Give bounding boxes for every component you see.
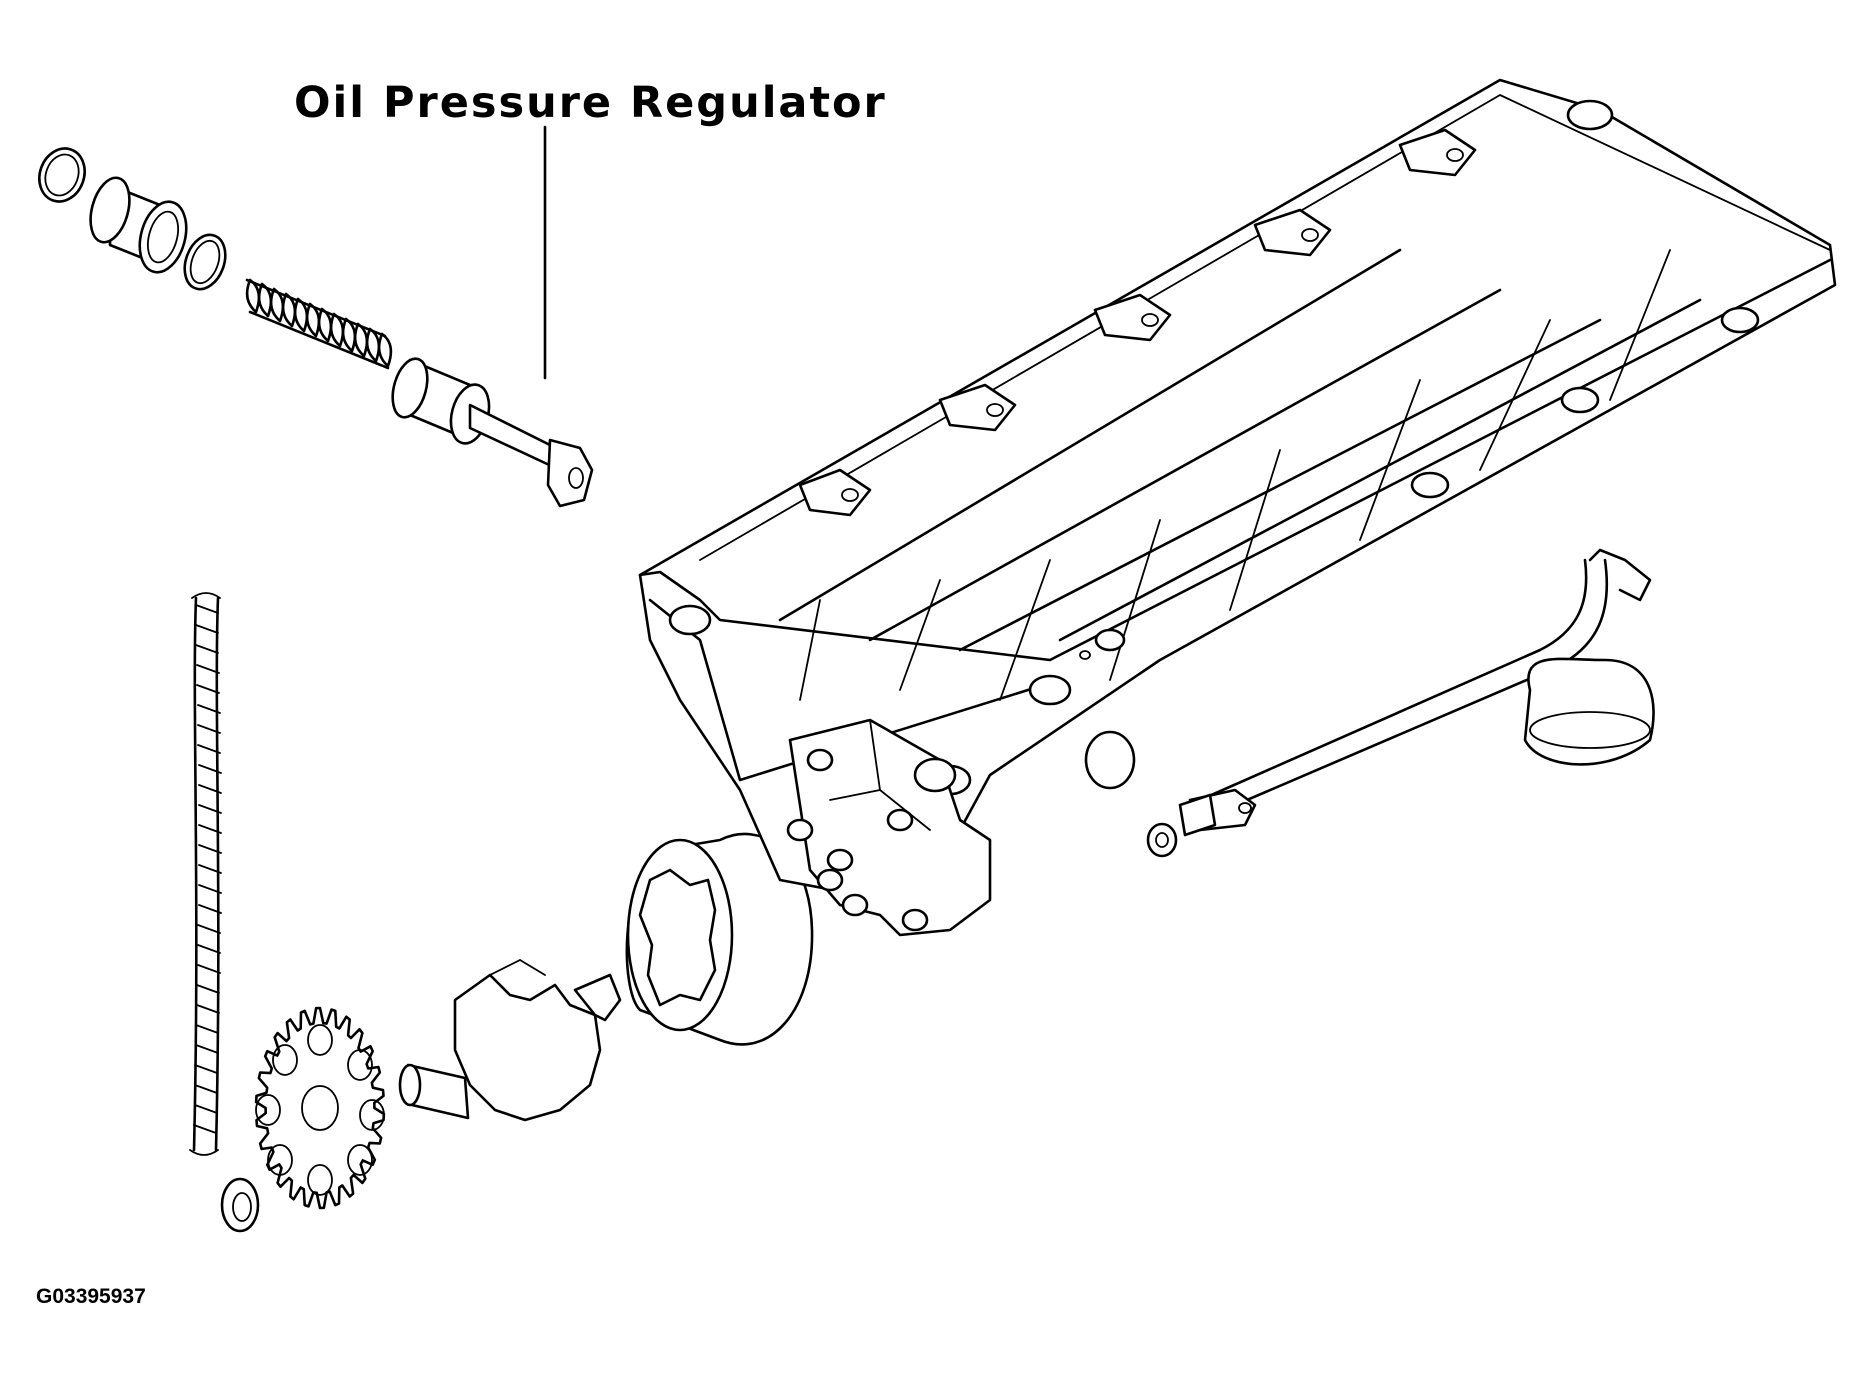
regulator-sleeve — [89, 176, 188, 274]
timing-chain — [189, 592, 222, 1156]
pump-housing-bolts — [786, 748, 929, 932]
figure-id: G03395937 — [36, 1285, 146, 1308]
sprocket-nut — [220, 1177, 260, 1233]
regulator-plunger-bolt — [391, 357, 594, 508]
oil-pressure-regulator-label: Oil Pressure Regulator — [294, 78, 887, 128]
regulator-o-ring-outer — [38, 147, 86, 203]
oil-pickup-tube — [1178, 548, 1655, 837]
oil-pump-outer-rotor — [625, 832, 814, 1046]
oil-pan — [638, 78, 1837, 937]
oil-pump-sprocket — [254, 1006, 386, 1210]
pickup-tube-nut — [1146, 822, 1178, 858]
oil-pump-inner-rotor — [398, 959, 622, 1122]
regulator-o-ring-inner — [183, 233, 227, 291]
regulator-spring — [245, 278, 393, 370]
